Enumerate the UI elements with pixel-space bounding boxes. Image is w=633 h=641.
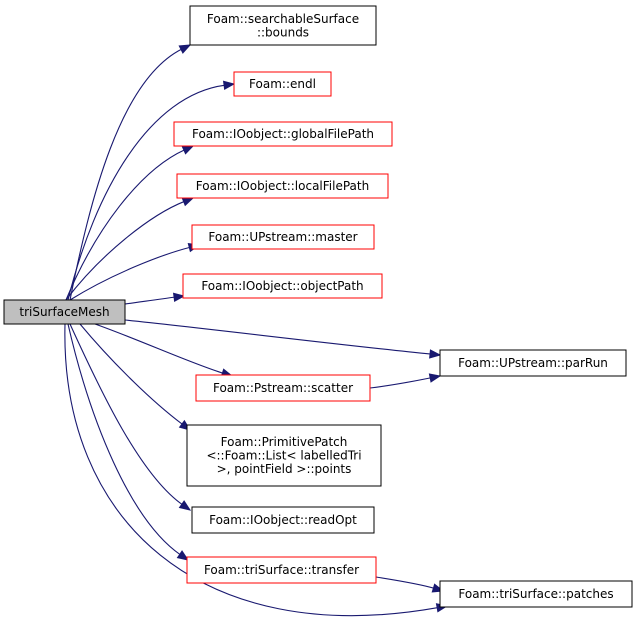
edge-root-to-objectPath-arrowhead xyxy=(172,292,186,303)
node-patches-label-0: Foam::triSurface::patches xyxy=(458,587,613,601)
node-scatter[interactable]: Foam::Pstream::scatter xyxy=(195,374,371,402)
edge-root-to-transfer-arrowhead xyxy=(176,550,190,561)
node-patches[interactable]: Foam::triSurface::patches xyxy=(439,580,633,608)
node-points-label-1: <::Foam::List< labelledTri xyxy=(206,449,361,463)
node-localFilePath-box xyxy=(176,173,389,199)
edge-root-to-globalFilePath xyxy=(65,149,186,301)
edge-root-to-parRun xyxy=(124,319,432,355)
edge-root-to-master xyxy=(69,246,191,301)
node-globalFilePath-box xyxy=(173,121,393,147)
node-root-box xyxy=(3,299,126,325)
node-endl-label-0: Foam::endl xyxy=(249,77,316,91)
node-objectPath-label-0: Foam::IOobject::objectPath xyxy=(201,279,363,293)
node-parRun[interactable]: Foam::UPstream::parRun xyxy=(439,349,627,377)
edge-root-to-parRun-arrowhead xyxy=(429,349,442,359)
node-bounds-box xyxy=(189,5,377,46)
edge-root-to-scatter xyxy=(94,323,224,374)
node-transfer-label-0: Foam::triSurface::transfer xyxy=(204,563,359,577)
edge-root-to-objectPath xyxy=(124,296,176,305)
edge-root-to-endl xyxy=(67,84,226,301)
node-transfer[interactable]: Foam::triSurface::transfer xyxy=(186,556,377,584)
node-points-box xyxy=(186,424,382,487)
node-scatter-box xyxy=(195,374,371,402)
node-localFilePath[interactable]: Foam::IOobject::localFilePath xyxy=(176,173,389,199)
node-master[interactable]: Foam::UPstream::master xyxy=(191,224,375,250)
node-readOpt-label-0: Foam::IOobject::readOpt xyxy=(209,513,357,527)
node-master-label-0: Foam::UPstream::master xyxy=(208,230,357,244)
node-transfer-box xyxy=(186,556,377,584)
edge-root-to-readOpt xyxy=(69,323,183,506)
node-points[interactable]: Foam::PrimitivePatch<::Foam::List< label… xyxy=(186,424,382,487)
edge-root-to-globalFilePath-arrowhead xyxy=(181,145,195,155)
node-parRun-label-0: Foam::UPstream::parRun xyxy=(458,356,608,370)
node-root[interactable]: triSurfaceMesh xyxy=(3,299,126,325)
edge-root-to-transfer xyxy=(67,323,181,556)
node-globalFilePath[interactable]: Foam::IOobject::globalFilePath xyxy=(173,121,393,147)
node-readOpt-box xyxy=(191,506,375,534)
node-root-label-0: triSurfaceMesh xyxy=(19,305,109,319)
edge-layer xyxy=(64,44,449,617)
node-localFilePath-label-0: Foam::IOobject::localFilePath xyxy=(196,179,369,193)
node-bounds-label-1: ::bounds xyxy=(257,25,309,39)
edge-root-to-readOpt-arrowhead xyxy=(178,500,192,511)
node-endl[interactable]: Foam::endl xyxy=(233,71,332,97)
node-patches-box xyxy=(439,580,633,608)
node-objectPath-box xyxy=(182,273,383,299)
edge-scatter-to-parRun xyxy=(369,377,432,389)
edge-root-to-localFilePath xyxy=(65,200,185,301)
edge-root-to-localFilePath-arrowhead xyxy=(181,197,195,207)
edge-transfer-to-patches xyxy=(375,576,435,589)
node-points-label-0: Foam::PrimitivePatch xyxy=(221,435,348,449)
node-parRun-box xyxy=(439,349,627,377)
node-globalFilePath-label-0: Foam::IOobject::globalFilePath xyxy=(192,127,374,141)
node-scatter-label-0: Foam::Pstream::scatter xyxy=(213,381,353,395)
node-layer: triSurfaceMesh Foam::searchableSurface::b… xyxy=(3,5,633,608)
edge-root-to-points xyxy=(79,323,184,426)
node-readOpt[interactable]: Foam::IOobject::readOpt xyxy=(191,506,375,534)
node-points-label-2: >, pointField >::points xyxy=(217,462,352,476)
node-objectPath[interactable]: Foam::IOobject::objectPath xyxy=(182,273,383,299)
edge-scatter-to-parRun-arrowhead xyxy=(428,373,442,383)
node-endl-box xyxy=(233,71,332,97)
node-bounds[interactable]: Foam::searchableSurface::bounds xyxy=(189,5,377,46)
edge-root-to-patches xyxy=(64,323,439,617)
edge-root-to-endl-arrowhead xyxy=(222,80,236,91)
node-bounds-label-0: Foam::searchableSurface xyxy=(207,12,359,26)
edge-root-to-bounds-arrowhead xyxy=(178,44,192,54)
node-master-box xyxy=(191,224,375,250)
edge-root-to-bounds xyxy=(69,48,183,301)
